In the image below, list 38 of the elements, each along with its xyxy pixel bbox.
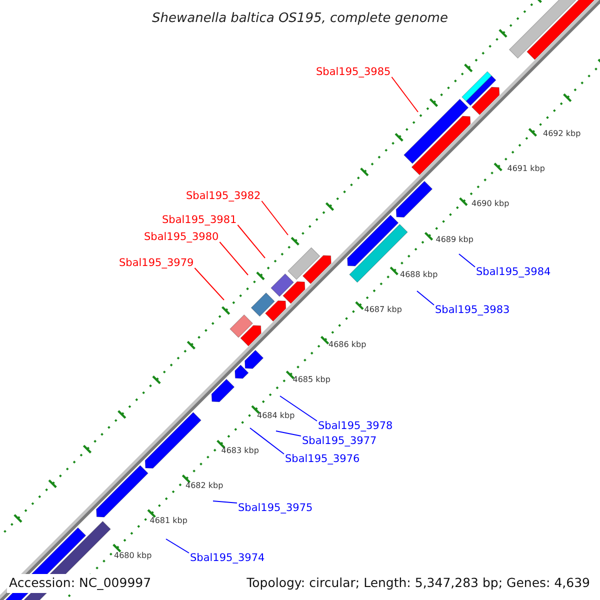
scale-label: 4689 kbp: [436, 234, 474, 246]
gene-label: Sbal195_3979: [119, 257, 194, 270]
title: Shewanella baltica OS195, complete genome: [151, 10, 449, 28]
gene-label: Sbal195_3985: [316, 66, 391, 79]
gene-label: Sbal195_3978: [318, 420, 393, 433]
scale-label: 4690 kbp: [472, 198, 510, 210]
scale-label: 4688 kbp: [400, 268, 438, 281]
leader-line: [237, 224, 266, 258]
scale-label: 4683 kbp: [221, 444, 259, 457]
gene-label: Sbal195_3981: [162, 214, 237, 227]
scale-label: 4682 kbp: [186, 480, 224, 492]
leader-line: [458, 254, 476, 268]
scale-label: 4681 kbp: [150, 515, 188, 528]
scale-label: 4685 kbp: [292, 374, 330, 386]
leader-line: [166, 538, 190, 554]
leader-line: [416, 290, 434, 306]
leader-line: [219, 242, 248, 276]
gene-label: Sbal195_3983: [435, 304, 510, 317]
scale-label: 4691 kbp: [507, 163, 545, 176]
scale-label: 4680 kbp: [114, 550, 152, 562]
gene-label: Sbal195_3976: [285, 453, 360, 466]
leader-line: [212, 500, 238, 504]
leader-line: [194, 268, 224, 300]
scale-label: 4686 kbp: [328, 339, 366, 352]
gene-label: Sbal195_3977: [302, 435, 377, 448]
gene-label: Sbal195_3980: [144, 231, 219, 244]
leader-line: [261, 200, 288, 236]
leader-line: [276, 430, 302, 436]
leader-line: [250, 428, 284, 454]
scale-label: 4684 kbp: [257, 410, 295, 422]
leader-line: [391, 76, 418, 112]
gene-label: Sbal195_3975: [238, 502, 313, 515]
gene-label: Sbal195_3984: [476, 266, 551, 279]
gene-label: Sbal195_3974: [190, 552, 265, 565]
leader-line: [280, 396, 318, 422]
scale-label: 4687 kbp: [364, 304, 402, 316]
gene-label: Sbal195_3982: [186, 190, 261, 203]
scale-label: 4692 kbp: [543, 128, 581, 140]
